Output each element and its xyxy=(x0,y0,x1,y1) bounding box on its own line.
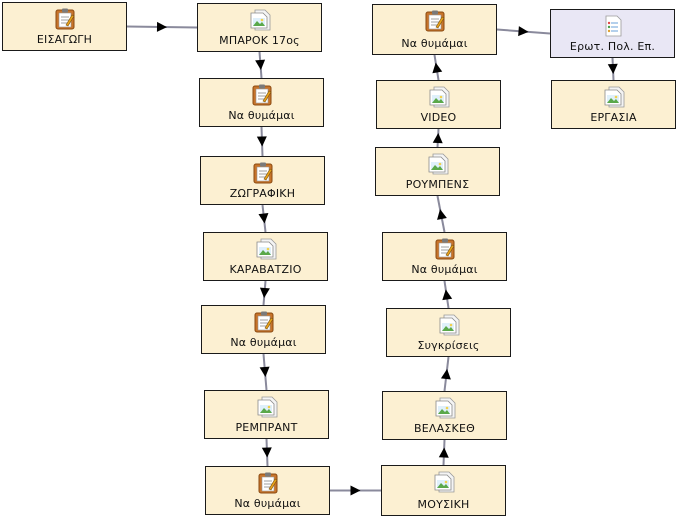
node-label: VIDEO xyxy=(420,111,457,124)
image-page-icon xyxy=(427,153,449,175)
activity-node[interactable]: ΕΙΣΑΓΩΓΗ xyxy=(2,2,127,51)
image-page-icon xyxy=(249,9,271,31)
image-page-icon xyxy=(438,314,460,336)
activity-node[interactable]: ΜΠΑΡΟΚ 17ος xyxy=(197,3,322,52)
image-page-icon xyxy=(428,86,450,108)
assignment-icon xyxy=(257,472,279,494)
arrow-head xyxy=(256,136,267,147)
arrow-head xyxy=(261,447,272,458)
arrow-head xyxy=(259,287,270,298)
node-label: ΒΕΛΑΣΚΕΘ xyxy=(414,422,475,435)
quiz-list-icon xyxy=(602,15,624,37)
activity-node[interactable]: Συγκρίσεις xyxy=(386,308,511,357)
node-label: ΜΠΑΡΟΚ 17ος xyxy=(219,34,300,47)
arrow-head xyxy=(432,62,443,74)
arrow-head xyxy=(442,289,453,301)
activity-node[interactable]: Ερωτ. Πολ. Επ. xyxy=(550,9,675,58)
activity-node[interactable]: ΕΡΓΑΣΙΑ xyxy=(551,80,676,129)
node-label: ΚΑΡΑΒΑΤΖΙΟ xyxy=(229,263,302,276)
assignment-icon xyxy=(424,10,446,32)
arrow-head xyxy=(350,485,361,496)
assignment-icon xyxy=(253,311,275,333)
node-label: Να θυμάμαι xyxy=(234,497,301,510)
arrow-head xyxy=(518,26,529,37)
activity-node[interactable]: ΖΩΓΡΑΦΙΚΗ xyxy=(200,156,325,205)
image-page-icon xyxy=(256,396,278,418)
activity-node[interactable]: ΡΟΥΜΠΕΝΣ xyxy=(375,147,500,196)
node-label: Να θυμάμαι xyxy=(401,37,468,50)
arrow-head xyxy=(259,366,270,377)
arrow-head xyxy=(607,63,618,74)
image-page-icon xyxy=(433,471,455,493)
activity-node[interactable]: Να θυμάμαι xyxy=(372,4,497,55)
activity-node[interactable]: Να θυμάμαι xyxy=(382,232,507,281)
node-label: Να θυμάμαι xyxy=(230,336,297,349)
activity-node[interactable]: ΡΕΜΠΡΑΝΤ xyxy=(204,390,329,439)
node-label: Να θυμάμαι xyxy=(411,263,478,276)
arrow-head xyxy=(432,133,443,144)
arrow-head xyxy=(255,59,266,70)
node-label: ΕΙΣΑΓΩΓΗ xyxy=(36,33,93,46)
activity-node[interactable]: VIDEO xyxy=(376,80,501,129)
node-label: ΖΩΓΡΑΦΙΚΗ xyxy=(229,187,296,200)
node-label: ΜΟΥΣΙΚΗ xyxy=(417,498,470,511)
arrow-head xyxy=(258,212,269,224)
activity-node[interactable]: ΒΕΛΑΣΚΕΘ xyxy=(382,391,507,440)
arrow-head xyxy=(437,209,447,220)
assignment-icon xyxy=(251,84,273,106)
arrow-head xyxy=(156,21,167,32)
arrow-head xyxy=(440,369,451,380)
activity-node[interactable]: Να θυμάμαι xyxy=(199,78,324,127)
node-label: Να θυμάμαι xyxy=(228,109,295,122)
activity-node[interactable]: Να θυμάμαι xyxy=(201,305,326,354)
assignment-icon xyxy=(54,8,76,30)
image-page-icon xyxy=(434,397,456,419)
image-page-icon xyxy=(255,238,277,260)
assignment-icon xyxy=(434,238,456,260)
node-label: ΡΟΥΜΠΕΝΣ xyxy=(405,178,470,191)
node-label: Συγκρίσεις xyxy=(417,339,480,352)
node-label: ΡΕΜΠΡΑΝΤ xyxy=(235,421,298,434)
node-label: Ερωτ. Πολ. Επ. xyxy=(569,40,656,53)
arrow-head xyxy=(438,447,449,458)
image-page-icon xyxy=(603,86,625,108)
assignment-icon xyxy=(252,162,274,184)
activity-node[interactable]: ΜΟΥΣΙΚΗ xyxy=(381,465,506,516)
node-label: ΕΡΓΑΣΙΑ xyxy=(590,111,637,124)
activity-node[interactable]: ΚΑΡΑΒΑΤΖΙΟ xyxy=(203,232,328,281)
activity-node[interactable]: Να θυμάμαι xyxy=(205,466,330,515)
